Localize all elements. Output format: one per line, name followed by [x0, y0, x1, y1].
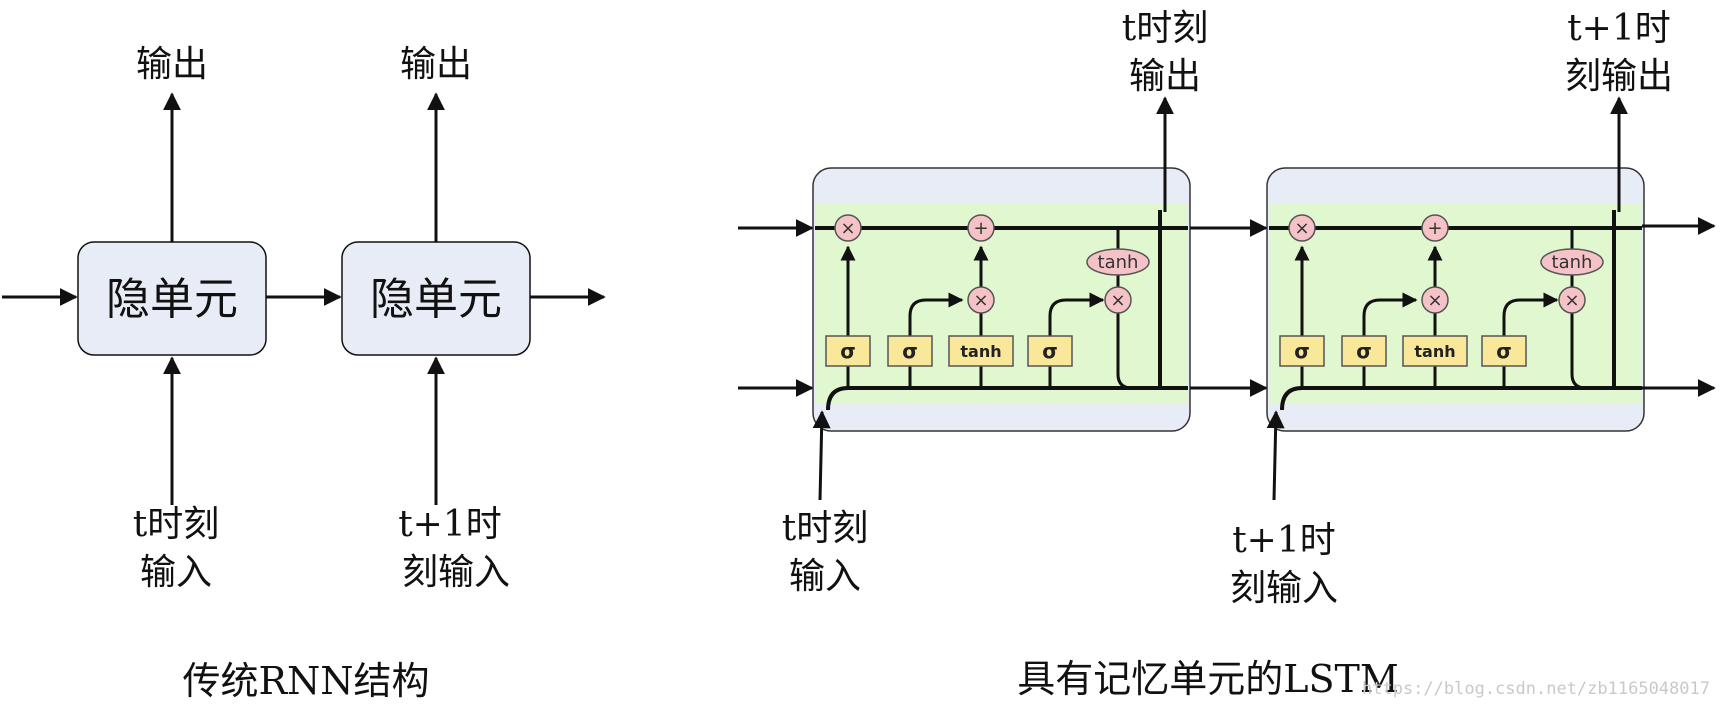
- lstm-output-t-line1: t时刻: [1122, 8, 1208, 49]
- rnn-input-t-line2: 输入: [140, 552, 212, 593]
- svg-text:×: ×: [1110, 290, 1125, 311]
- svg-text:tanh: tanh: [1098, 252, 1139, 273]
- lstm-input-t-line1: t时刻: [782, 508, 868, 549]
- lstm-cell-1: × + × × tanh σ σ tanh σ: [812, 167, 1191, 432]
- lstm-cell-2-forget-gate: [1279, 335, 1325, 367]
- svg-text:×: ×: [1294, 218, 1309, 239]
- lstm-cell-1-output-multiply: [1104, 286, 1132, 314]
- svg-text:×: ×: [973, 290, 988, 311]
- svg-text:+: +: [973, 218, 988, 239]
- lstm-cell-2: × + × × tanh σ σ tanh σ: [1266, 167, 1645, 432]
- lstm-cell-2-add: [1421, 214, 1449, 242]
- svg-text:σ: σ: [902, 339, 918, 363]
- lstm-cell-1-inner: [815, 203, 1188, 403]
- lstm-cell-2-candidate-gate: [1402, 335, 1468, 367]
- lstm-cell-1-candidate-gate: [948, 335, 1014, 367]
- rnn-diagram: 隐单元 隐单元 输出 输出 t时刻 输入 t+1时 刻输入 传统RNN结构: [2, 44, 606, 703]
- svg-text:+: +: [1427, 218, 1442, 239]
- lstm-cell-1-forget-gate: [825, 335, 871, 367]
- lstm-cell-1-forget-multiply: [834, 214, 862, 242]
- lstm-cell-2-tanh-op: [1540, 248, 1604, 276]
- rnn-caption: 传统RNN结构: [182, 659, 429, 703]
- lstm-input-t1-line2: 刻输入: [1230, 568, 1338, 609]
- watermark: https://blog.csdn.net/zb1165048017: [1362, 679, 1710, 699]
- rnn-input-t-line1: t时刻: [133, 504, 219, 545]
- svg-text:tanh: tanh: [1552, 252, 1593, 273]
- lstm-cell-2-input-multiply: [1421, 286, 1449, 314]
- lstm-input-t-line2: 输入: [789, 556, 861, 597]
- svg-text:σ: σ: [1294, 339, 1310, 363]
- rnn-input-t1-line1: t+1时: [398, 504, 502, 545]
- lstm-output-t1-line1: t+1时: [1567, 8, 1671, 49]
- svg-text:tanh: tanh: [1414, 342, 1455, 361]
- lstm-cell-1-output-gate: [1027, 335, 1073, 367]
- rnn-output-label-2: 输出: [400, 44, 472, 85]
- svg-text:×: ×: [1564, 290, 1579, 311]
- rnn-input-t1-line2: 刻输入: [402, 552, 510, 593]
- svg-text:σ: σ: [1496, 339, 1512, 363]
- lstm-cell-2-output-multiply: [1558, 286, 1586, 314]
- rnn-cell-2: [341, 241, 531, 356]
- lstm-diagram: × + × × tanh σ σ tanh σ: [738, 8, 1716, 701]
- svg-text:tanh: tanh: [960, 342, 1001, 361]
- lstm-cell-1-input-gate: [887, 335, 933, 367]
- svg-text:σ: σ: [1356, 339, 1372, 363]
- rnn-cell-1-label: 隐单元: [106, 274, 238, 325]
- rnn-cell-2-label: 隐单元: [370, 274, 502, 325]
- lstm-output-t-line2: 输出: [1129, 56, 1201, 97]
- svg-text:×: ×: [1427, 290, 1442, 311]
- lstm-cell-1-add: [967, 214, 995, 242]
- lstm-cell-2-output-gate: [1481, 335, 1527, 367]
- lstm-input-arrow-2: [1266, 410, 1285, 501]
- rnn-cell-1: [77, 241, 267, 356]
- lstm-cell-2-inner: [1269, 203, 1642, 403]
- svg-text:σ: σ: [1042, 339, 1058, 363]
- lstm-caption: 具有记忆单元的LSTM: [1017, 657, 1399, 701]
- lstm-cell-1-input-multiply: [967, 286, 995, 314]
- svg-text:σ: σ: [840, 339, 856, 363]
- lstm-output-t1-line2: 刻输出: [1565, 56, 1673, 97]
- lstm-input-arrow-1: [812, 410, 831, 501]
- lstm-cell-1-tanh-op: [1086, 248, 1150, 276]
- lstm-cell-2-input-gate: [1341, 335, 1387, 367]
- svg-text:×: ×: [840, 218, 855, 239]
- lstm-input-t1-line1: t+1时: [1232, 520, 1336, 561]
- rnn-output-label-1: 输出: [136, 44, 208, 85]
- lstm-cell-2-forget-multiply: [1288, 214, 1316, 242]
